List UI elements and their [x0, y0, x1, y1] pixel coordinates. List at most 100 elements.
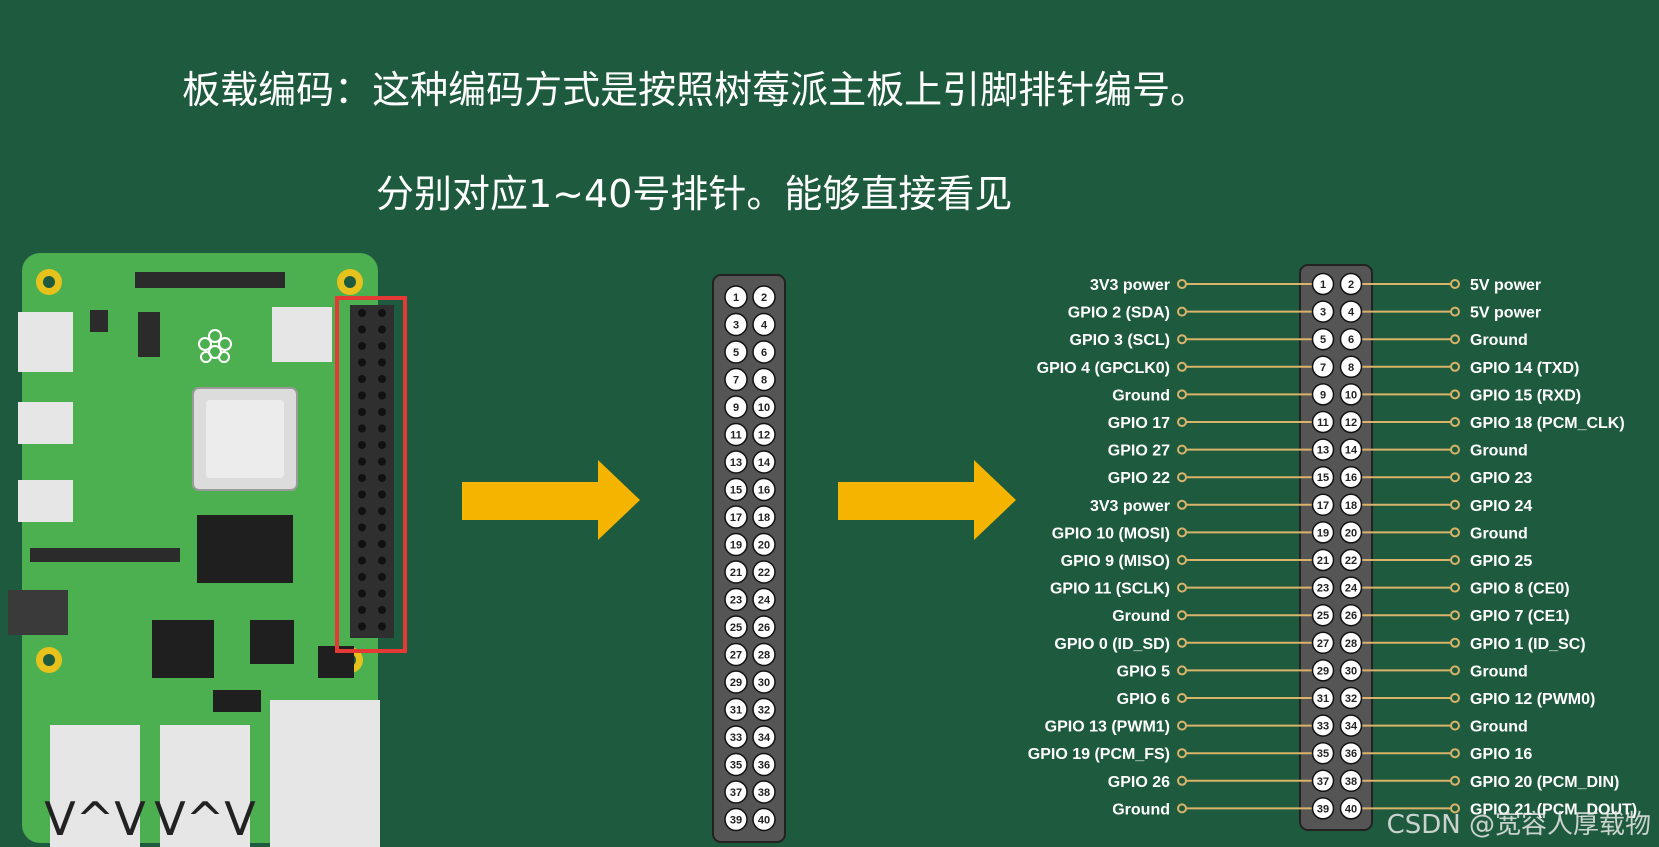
lead-end: [1177, 306, 1187, 317]
lead-end: [1177, 444, 1187, 455]
pin-label-left: GPIO 9 (MISO): [1061, 553, 1170, 570]
pin-label-right: GPIO 12 (PWM0): [1470, 691, 1595, 708]
pinout-pin-18: [1339, 493, 1363, 517]
pinout-pin-17: [1311, 493, 1335, 517]
pin-number: 2: [1348, 279, 1354, 291]
pin-number: 16: [758, 485, 770, 497]
lead-end: [1177, 803, 1187, 814]
pin-32: [752, 697, 776, 722]
usb-port-label-1: V^V: [44, 792, 146, 846]
pin-number: 8: [761, 375, 767, 387]
board-pin: [358, 490, 366, 499]
pin-label-right: GPIO 21 (PCM_DOUT): [1470, 801, 1637, 818]
board-pin: [378, 523, 386, 532]
board-pin: [378, 540, 386, 548]
board-pin: [358, 606, 366, 614]
title-line-2: 分别对应1~40号排针。能够直接看见: [376, 172, 1013, 216]
pin-14: [752, 450, 776, 474]
pin-number: 22: [758, 567, 770, 579]
pin-11: [724, 422, 748, 447]
pin-number: 25: [730, 622, 742, 634]
pin-number: 34: [758, 732, 771, 744]
pin-35: [724, 752, 748, 777]
pin-label-right: GPIO 7 (CE1): [1470, 608, 1570, 625]
lead-end: [1177, 748, 1187, 759]
board-pin: [358, 342, 366, 350]
board-pin: [378, 507, 386, 515]
pin-label-right: GPIO 23: [1470, 470, 1532, 487]
board-pin: [378, 556, 386, 565]
lead-end: [1450, 748, 1460, 759]
pin-24: [752, 587, 776, 612]
lead-end: [1450, 334, 1460, 345]
pin-number: 23: [730, 595, 742, 607]
lead-end: [1177, 279, 1187, 289]
board-pin: [358, 573, 366, 581]
pin-27: [724, 642, 748, 667]
pin-label-left: GPIO 11 (SCLK): [1050, 581, 1170, 598]
pinout-pin-32: [1339, 686, 1363, 710]
pin-number: 18: [758, 512, 770, 524]
pin-number: 37: [730, 787, 742, 799]
lead-end: [1177, 665, 1187, 676]
pin-number: 21: [1317, 555, 1329, 567]
pin-number: 20: [758, 540, 770, 552]
pinout-pin-26: [1339, 603, 1363, 627]
lead-end: [1450, 665, 1460, 676]
pin-label-left: GPIO 2 (SDA): [1068, 305, 1170, 322]
pin-label-left: 3V3 power: [1090, 277, 1170, 294]
board-pin: [358, 358, 366, 367]
board-pin: [378, 408, 386, 416]
lead-end: [1450, 361, 1460, 372]
pin-number: 39: [1317, 803, 1329, 815]
lead-end: [1177, 637, 1187, 648]
pin-label-right: GPIO 15 (RXD): [1470, 387, 1581, 404]
pin-number: 18: [1345, 500, 1357, 512]
pin-number: 32: [758, 705, 770, 717]
pinout-pin-6: [1339, 327, 1363, 351]
pin-number: 8: [1348, 362, 1354, 374]
pinout-pin-38: [1339, 769, 1363, 793]
pin-number: 26: [1345, 610, 1357, 622]
pinout-pin-35: [1311, 741, 1335, 765]
pinout-pin-8: [1339, 355, 1363, 379]
pinout-pin-9: [1311, 383, 1335, 406]
pin-number: 38: [758, 787, 770, 799]
pin-13: [724, 450, 748, 474]
pin-label-right: Ground: [1470, 663, 1528, 680]
pin-number: 12: [1345, 417, 1357, 429]
pin-number: 35: [1317, 748, 1329, 760]
pin-label-right: GPIO 20 (PCM_DIN): [1470, 774, 1619, 791]
pin-label-right: Ground: [1470, 443, 1528, 460]
lead-end: [1177, 527, 1187, 538]
pin-number: 14: [758, 457, 771, 469]
pin-number: 30: [1345, 665, 1357, 677]
pin-number: 6: [761, 347, 767, 359]
pin-number: 20: [1345, 527, 1357, 539]
pin-number: 3: [1320, 307, 1326, 319]
lead-end: [1450, 417, 1460, 427]
pin-label-right: GPIO 25: [1470, 553, 1532, 570]
pin-5: [724, 340, 748, 364]
pinout-pin-40: [1339, 797, 1363, 820]
lead-end: [1177, 610, 1187, 621]
pin-label-left: Ground: [1112, 608, 1170, 625]
pin-40: [752, 807, 776, 832]
pin-number: 6: [1348, 334, 1354, 346]
pin-number: 15: [730, 485, 742, 497]
pin-label-left: GPIO 4 (GPCLK0): [1037, 360, 1170, 377]
pin-label-left: GPIO 17: [1108, 415, 1170, 432]
lead-end: [1177, 499, 1187, 510]
pin-number: 9: [1320, 389, 1326, 401]
lead-end: [1177, 693, 1187, 703]
lead-end: [1450, 306, 1460, 317]
pin-19: [724, 532, 748, 557]
pin-number: 10: [1345, 389, 1357, 401]
pin-8: [752, 367, 776, 392]
pinout-pin-13: [1311, 438, 1335, 461]
board-pin: [358, 408, 366, 416]
pin-6: [752, 340, 776, 364]
board-pin: [358, 622, 366, 631]
pin-36: [752, 752, 776, 777]
pinout-pin-28: [1339, 631, 1363, 655]
